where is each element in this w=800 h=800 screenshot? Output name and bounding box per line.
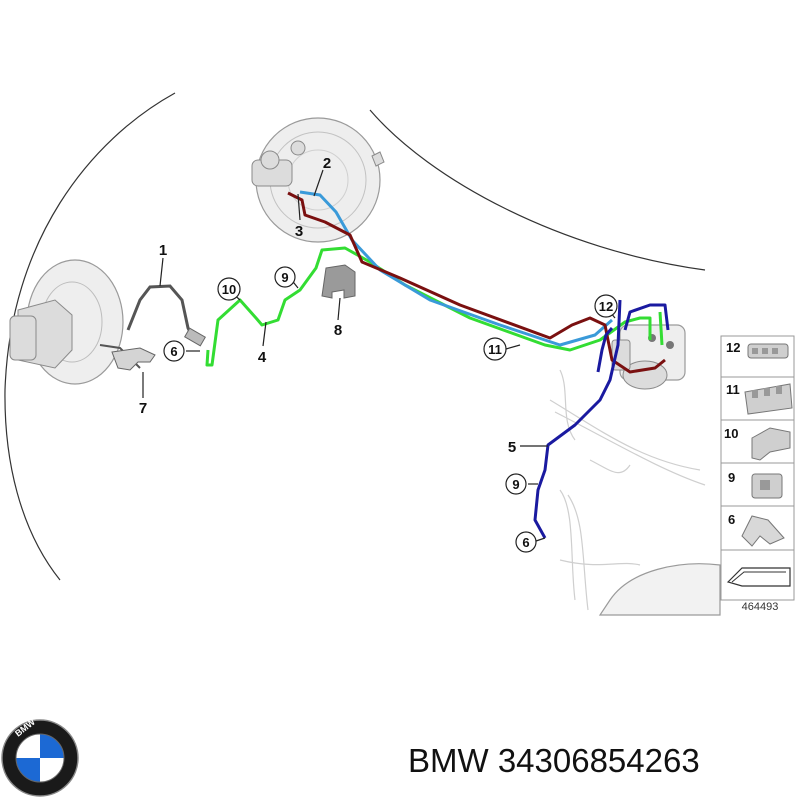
brake-line-light-blue xyxy=(299,190,613,347)
legend-item-12: 12 xyxy=(726,340,789,359)
brake-line-green xyxy=(205,246,652,367)
brake-line-dark-blue-2 xyxy=(623,303,670,331)
body-outline-left xyxy=(4,92,176,581)
callout-5: 5 xyxy=(508,439,516,456)
svg-text:6: 6 xyxy=(170,344,177,359)
callout-3: 3 xyxy=(295,223,303,240)
legend-item-6: 6 xyxy=(728,512,785,547)
brake-line-dark-red xyxy=(287,191,666,374)
legend-item-9: 9 xyxy=(728,470,783,499)
callout-9-front: 9 xyxy=(274,266,296,288)
bracket-part-7 xyxy=(111,347,156,371)
callout-10: 10 xyxy=(217,277,241,301)
brake-line-dark-blue xyxy=(533,299,622,539)
svg-text:9: 9 xyxy=(281,270,288,285)
callout-11: 11 xyxy=(483,337,507,361)
part-caption: BMW 34306854263 xyxy=(408,742,700,779)
legend-arrow-icon xyxy=(726,567,791,587)
svg-text:9: 9 xyxy=(512,477,519,492)
brake-line-green-end xyxy=(658,311,664,346)
leader-lines xyxy=(142,169,616,542)
bmw-logo: BMW xyxy=(1,717,79,797)
bracket-part-8 xyxy=(321,264,356,299)
brake-booster xyxy=(251,117,385,243)
callout-12: 12 xyxy=(594,294,618,318)
svg-text:11: 11 xyxy=(726,382,740,397)
body-outline-right xyxy=(369,109,706,271)
callout-2: 2 xyxy=(323,155,331,172)
legend-item-11: 11 xyxy=(726,382,793,415)
diagram-number: 464493 xyxy=(742,601,779,613)
svg-text:10: 10 xyxy=(724,426,738,441)
abs-hydraulic-unit xyxy=(611,324,686,390)
svg-text:12: 12 xyxy=(599,299,613,314)
svg-text:11: 11 xyxy=(488,342,502,357)
svg-text:12: 12 xyxy=(726,340,740,355)
svg-text:9: 9 xyxy=(728,470,735,485)
svg-text:10: 10 xyxy=(222,282,236,297)
callout-6-front: 6 xyxy=(163,340,185,362)
svg-text:6: 6 xyxy=(522,535,529,550)
callout-1: 1 xyxy=(159,242,167,259)
callout-6-rear: 6 xyxy=(515,531,537,553)
rear-brake-outline xyxy=(549,369,721,616)
brake-line-dark-blue-3 xyxy=(596,327,614,373)
legend-item-10: 10 xyxy=(724,426,791,461)
hose-fitting xyxy=(184,327,206,347)
callout-9-rear: 9 xyxy=(505,473,527,495)
callout-7: 7 xyxy=(139,400,147,417)
svg-text:6: 6 xyxy=(728,512,735,527)
callout-8: 8 xyxy=(334,322,342,339)
front-brake-disc xyxy=(9,259,124,385)
brake-hose xyxy=(126,284,194,337)
callout-4: 4 xyxy=(258,349,267,366)
parts-legend: 12 11 10 9 6 464493 xyxy=(720,335,795,613)
